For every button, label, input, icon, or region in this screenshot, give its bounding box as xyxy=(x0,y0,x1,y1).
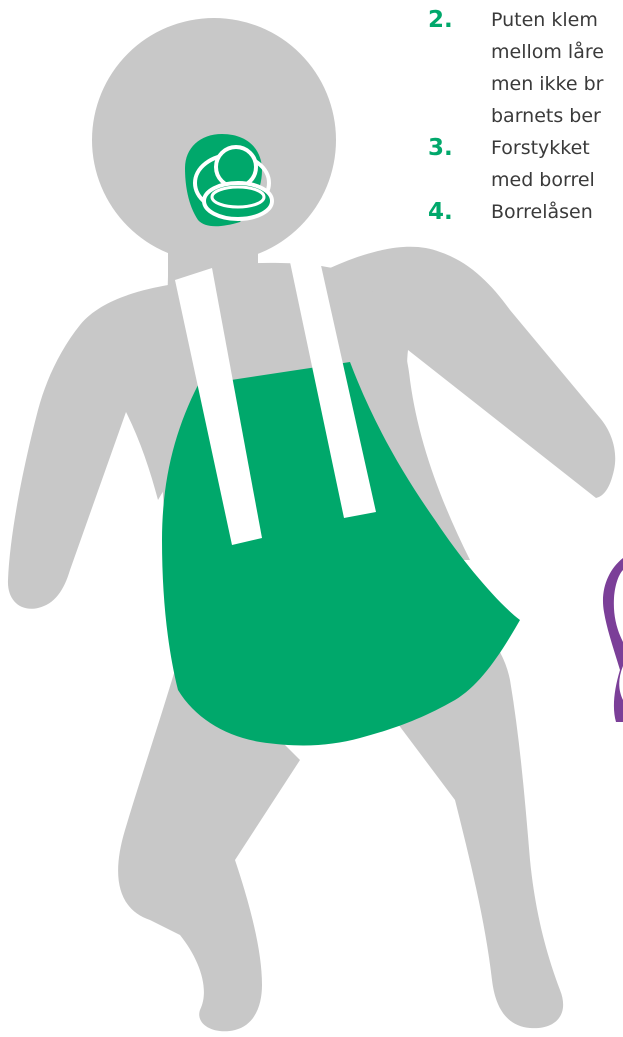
step-3: 3. Forstykket med borrel xyxy=(414,132,623,196)
step-2: 2. Puten klem mellom låre men ikke br ba… xyxy=(414,4,623,132)
step-4: 4. Borrelåsen xyxy=(414,196,623,228)
step-text-line: Puten klem xyxy=(491,4,623,36)
step-text-line: Forstykket xyxy=(491,132,623,164)
step-number: 4. xyxy=(414,196,488,228)
instruction-steps: 2. Puten klem mellom låre men ikke br ba… xyxy=(414,4,623,228)
purple-pad xyxy=(603,558,623,722)
step-text-line: barnets ber xyxy=(491,100,623,132)
step-text-line: med borrel xyxy=(491,164,623,196)
step-number: 2. xyxy=(414,4,488,36)
step-text-line: Borrelåsen xyxy=(491,196,623,228)
step-number: 3. xyxy=(414,132,488,164)
step-text-line: men ikke br xyxy=(491,68,623,100)
step-text-line: mellom låre xyxy=(491,36,623,68)
